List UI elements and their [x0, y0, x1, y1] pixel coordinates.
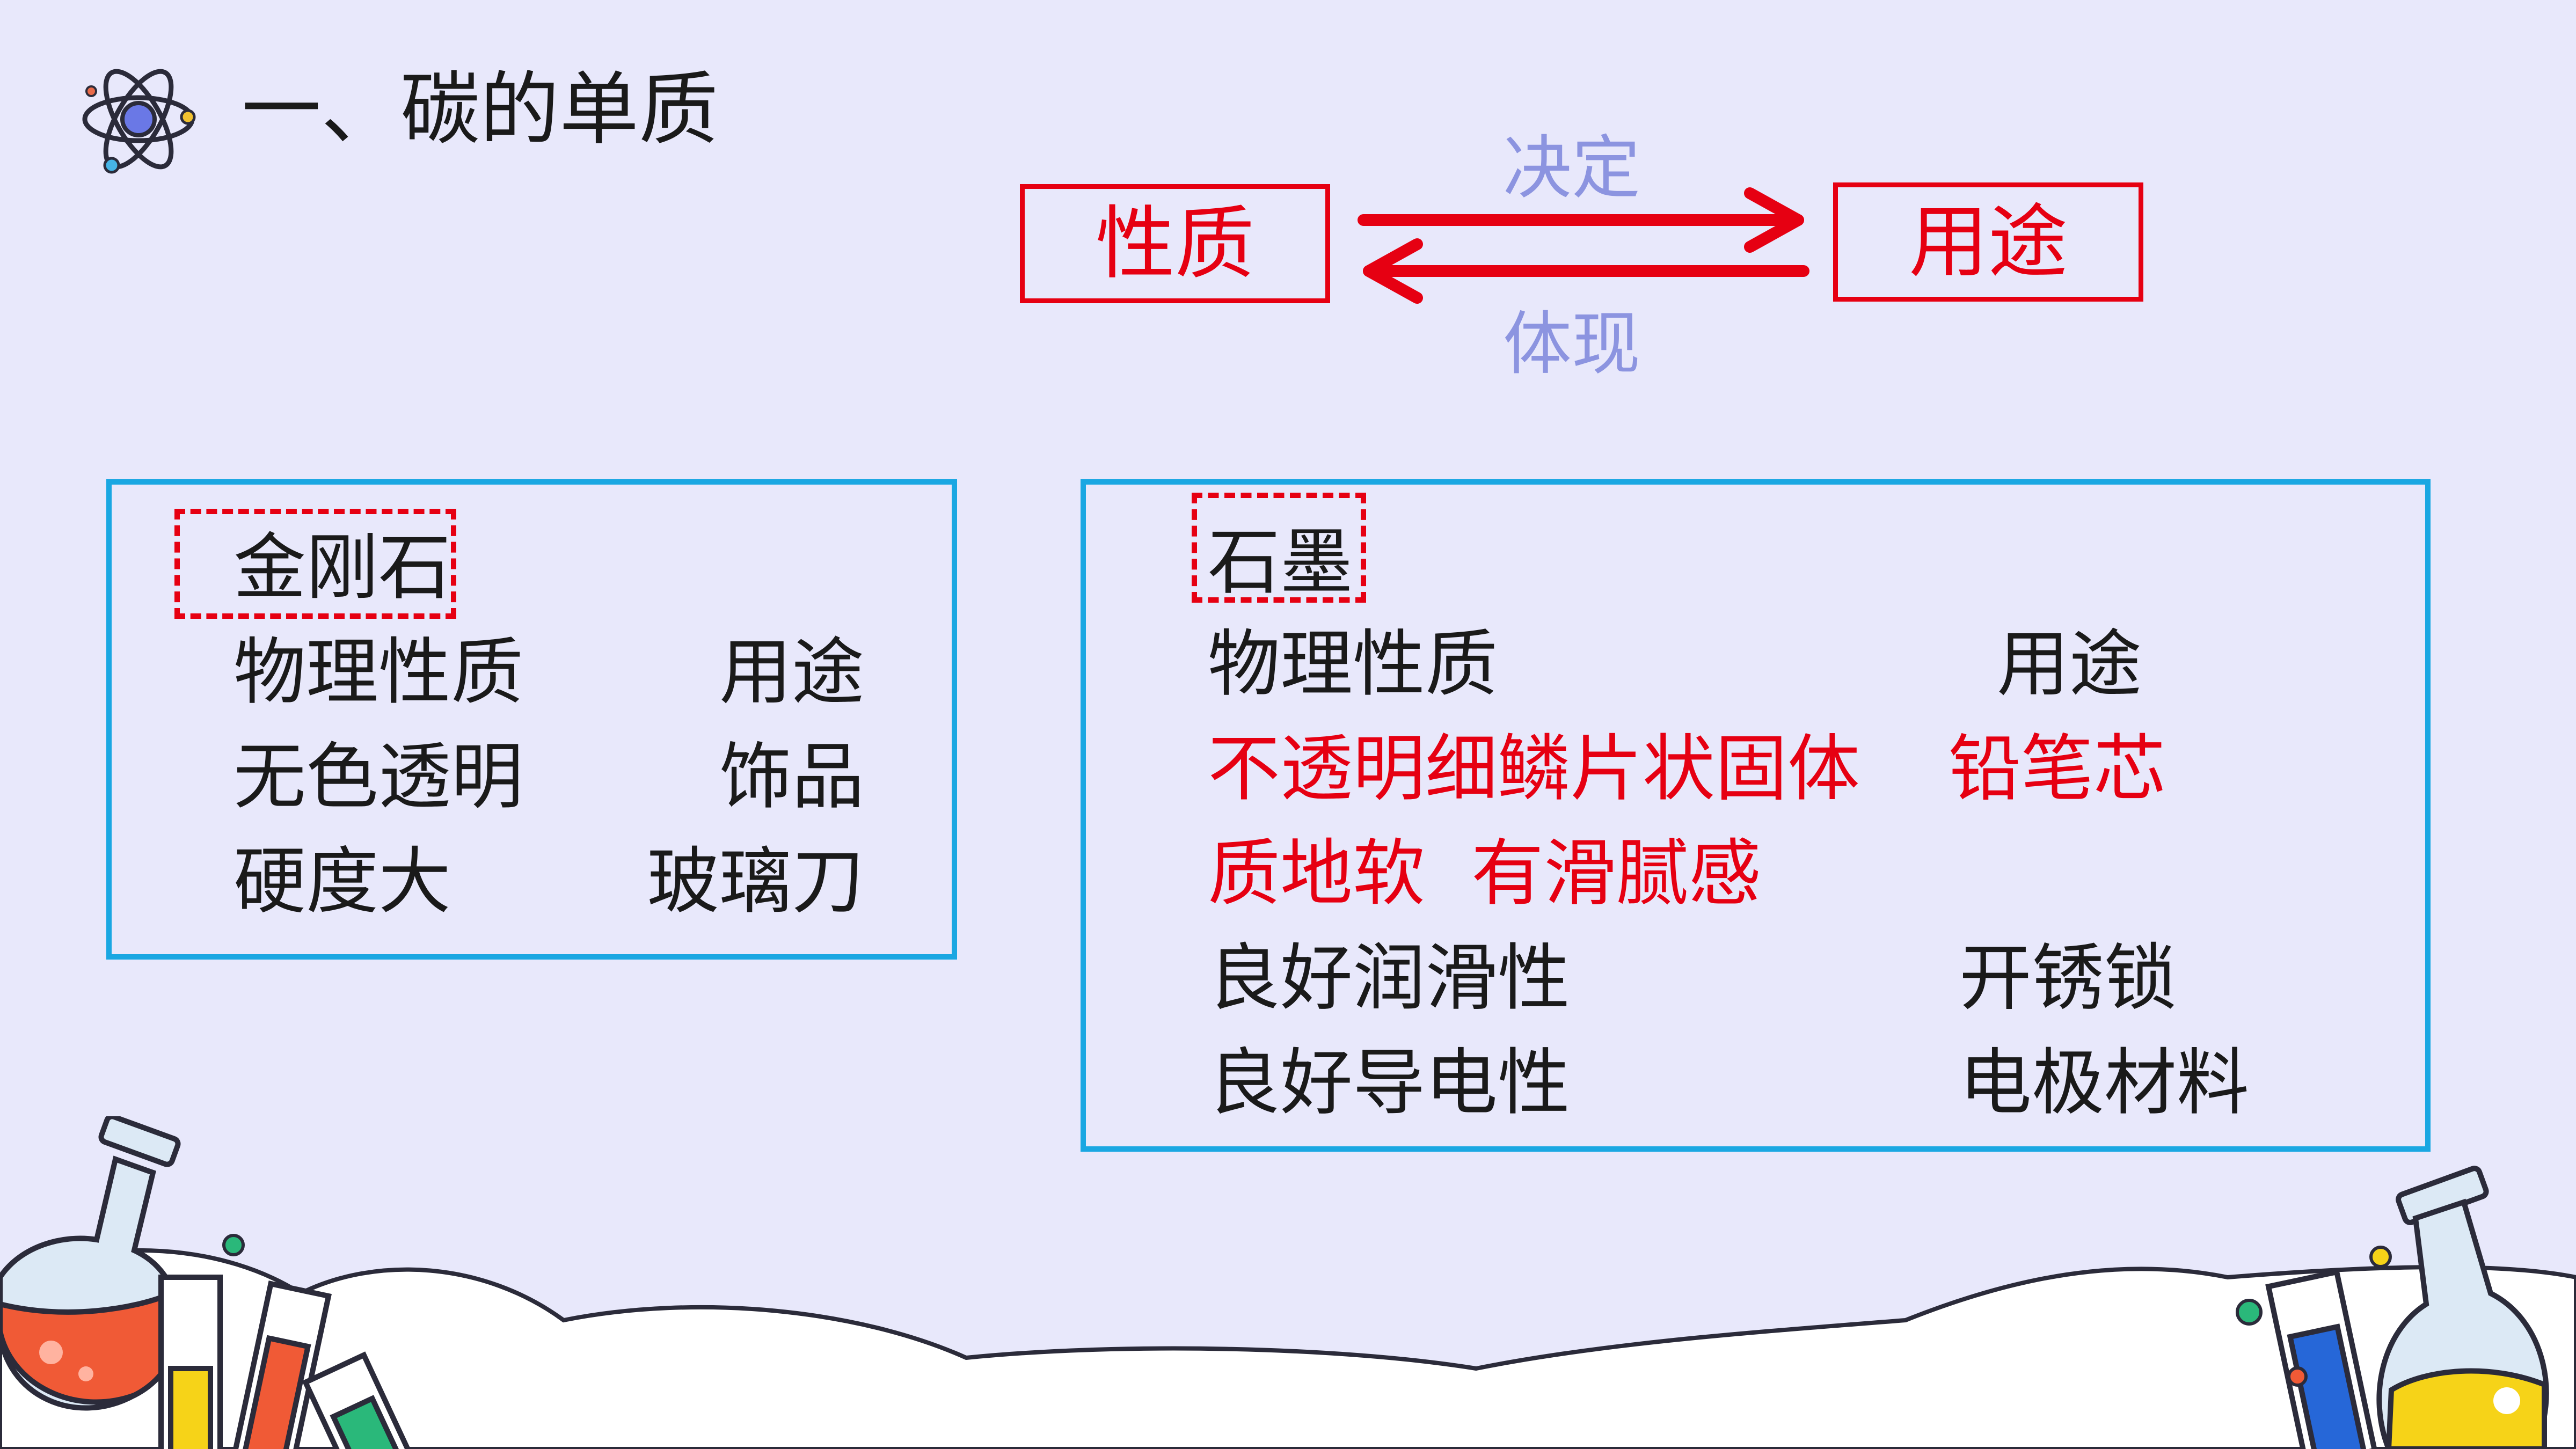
graphite-name-highlight [1192, 493, 1366, 603]
diamond-prop-1: 无色透明 [233, 735, 523, 819]
graphite-red-prop-2: 质地软 有滑腻感 [1208, 831, 1761, 916]
atom-icon [82, 69, 196, 174]
page-title: 一、碳的单质 [242, 63, 718, 156]
property-box: 性质 [1020, 184, 1330, 303]
diamond-name: 金刚石 [233, 525, 451, 610]
usage-box: 用途 [1833, 182, 2143, 302]
lab-decoration [0, 1116, 2576, 1449]
usage-label: 用途 [1909, 196, 2068, 288]
diamond-uses-header: 用途 [719, 630, 864, 714]
relation-arrows [1358, 187, 1809, 304]
graphite-card [1081, 479, 2431, 1152]
diamond-name-highlight [174, 509, 456, 619]
graphite-red-prop-1: 不透明细鳞片状固体 [1208, 727, 1860, 811]
graphite-prop-1: 良好润滑性 [1208, 936, 1570, 1020]
diamond-use-2: 玻璃刀 [647, 839, 864, 924]
graphite-props-header: 物理性质 [1208, 622, 1498, 706]
graphite-use-2: 电极材料 [1959, 1041, 2249, 1125]
determines-label: 决定 [1503, 128, 1641, 208]
graphite-red-use-1: 铅笔芯 [1949, 727, 2166, 811]
reflects-label: 体现 [1503, 304, 1641, 384]
diamond-prop-2: 硬度大 [233, 839, 451, 924]
graphite-uses-header: 用途 [1997, 622, 2142, 706]
property-label: 性质 [1096, 197, 1254, 290]
graphite-name: 石墨 [1208, 520, 1353, 604]
graphite-prop-2: 良好导电性 [1208, 1041, 1570, 1125]
graphite-use-1: 开锈锁 [1959, 936, 2177, 1020]
diamond-card [106, 479, 957, 960]
diamond-props-header: 物理性质 [233, 630, 523, 714]
diamond-use-1: 饰品 [719, 735, 864, 819]
